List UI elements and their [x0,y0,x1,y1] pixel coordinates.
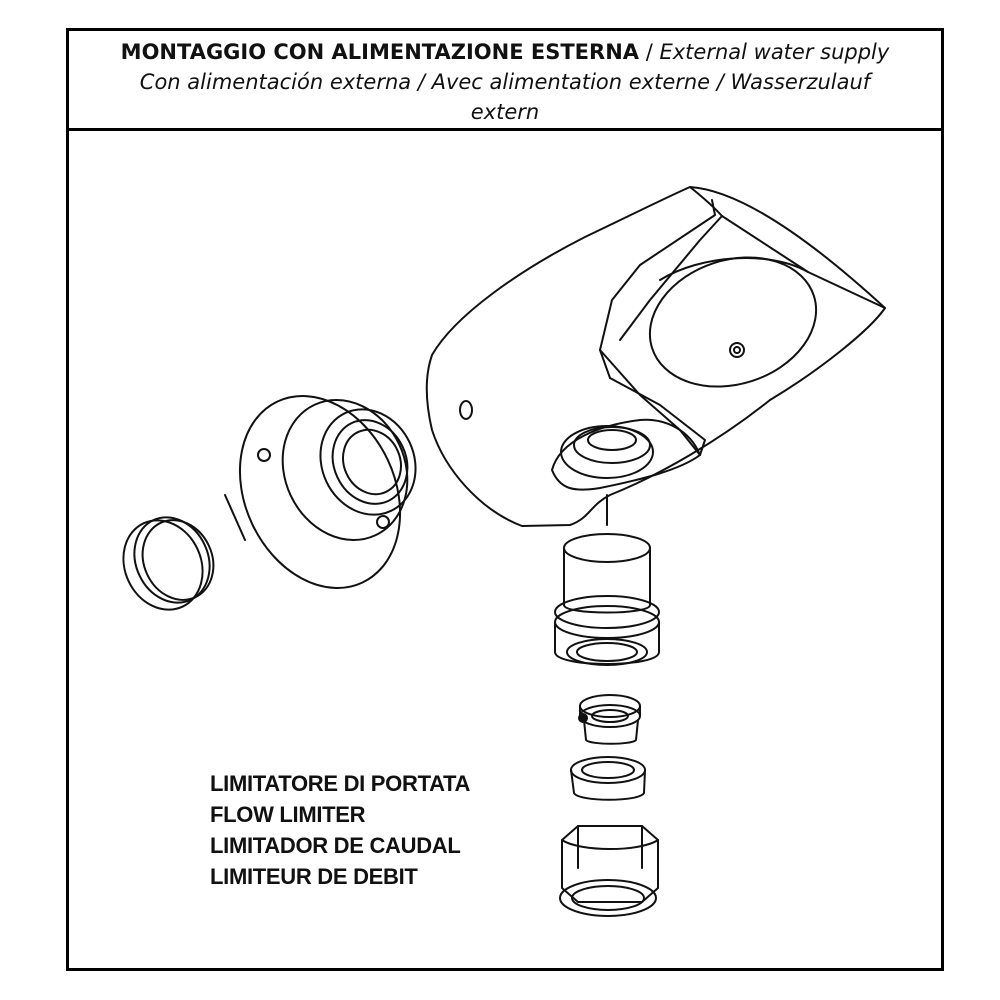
faucet-body [425,186,886,527]
separator: / [411,70,432,94]
callout-label-en: FLOW LIMITER [210,802,366,827]
callout-label-fr: LIMITEUR DE DEBIT [210,864,418,889]
seal-ring [570,756,646,801]
flow-limiter-callout: LIMITATORE DI PORTATA FLOW LIMITER LIMIT… [210,768,470,892]
threaded-inlet [554,533,660,666]
callout-label-es: LIMITADOR DE CAUDAL [210,833,461,858]
wall-flange [224,394,417,590]
end-cap [122,516,215,611]
header-line-2: Con alimentación externa / Avec alimenta… [69,67,941,97]
hex-nut [559,825,659,917]
title-en: External water supply [659,40,890,64]
header-line-1: MONTAGGIO CON ALIMENTAZIONE ESTERNA / Ex… [69,37,941,67]
title-es: Con alimentación externa [139,70,412,94]
callout-label-it: LIMITATORE DI PORTATA [210,771,471,796]
title-de: Wasserzulauf [730,70,871,94]
diagram-frame: MONTAGGIO CON ALIMENTAZIONE ESTERNA / Ex… [66,28,944,971]
header: MONTAGGIO CON ALIMENTAZIONE ESTERNA / Ex… [69,31,941,131]
header-line-3: extern [69,97,941,127]
flow-limiter-washer [578,694,641,745]
title-fr: Avec alimentation externe [431,70,711,94]
title-it: MONTAGGIO CON ALIMENTAZIONE ESTERNA [120,40,640,64]
separator: / [639,40,660,64]
title-de-cont: extern [470,100,540,124]
separator: / [710,70,731,94]
